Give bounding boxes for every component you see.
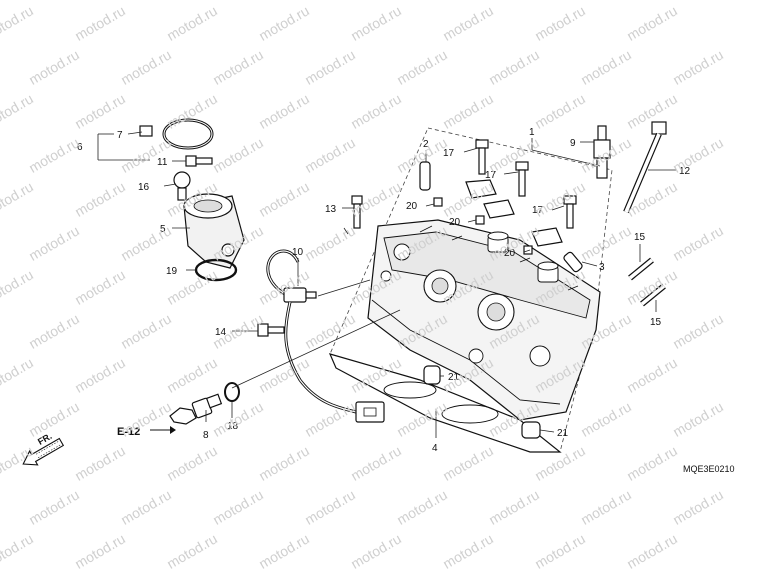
front-direction-arrow: FR. [22, 431, 65, 466]
callout-11: 11 [157, 157, 168, 168]
callout-8: 8 [203, 430, 209, 441]
leader-lines [97, 131, 676, 438]
bolt-17-a [475, 139, 489, 175]
callout-18: 18 [227, 421, 239, 432]
dowel-21-a [423, 365, 441, 385]
temp-sensor-8 [169, 393, 223, 425]
screw-11 [185, 155, 213, 167]
ref-tag-text: E-12 [117, 426, 140, 438]
head-gasket-4 [328, 353, 562, 453]
dowel-21-b [521, 421, 541, 439]
callout-16: 16 [138, 182, 150, 193]
callout-6: 6 [77, 142, 83, 153]
callout-9: 9 [570, 138, 576, 149]
small-pin-20-b [475, 215, 485, 225]
callout-4: 4 [432, 443, 438, 454]
callout-12: 12 [679, 166, 691, 177]
callout-19: 19 [166, 266, 178, 277]
callout-20-c: 20 [504, 248, 516, 259]
dowel-pin-3 [563, 251, 583, 273]
cylinder-head [367, 219, 601, 421]
callout-17-c: 17 [532, 205, 544, 216]
stud-15-a [628, 257, 654, 281]
spark-plug-9 [593, 125, 611, 179]
callout-7: 7 [117, 130, 123, 141]
stud-15-b [640, 283, 666, 307]
callout-1: 1 [529, 127, 535, 138]
insulator-5 [183, 193, 245, 269]
callout-15-a: 15 [634, 232, 646, 243]
bolt-13 [351, 195, 363, 229]
callout-17-a: 17 [443, 148, 455, 159]
cam-holder-20-a [465, 179, 497, 199]
callout-20-b: 20 [449, 217, 461, 228]
cam-holder-20-b [483, 199, 515, 219]
clamp-screw-7 [139, 125, 153, 137]
callout-17-b: 17 [485, 170, 497, 181]
callout-21-b: 21 [557, 428, 569, 439]
callout-14: 14 [215, 327, 227, 338]
callout-2: 2 [423, 139, 429, 150]
sensor-10 [266, 249, 385, 423]
stud-bolt-12 [623, 121, 667, 214]
small-pin-20-c [523, 245, 533, 255]
bolt-17-c [563, 195, 577, 229]
cam-holder-20-c [531, 227, 563, 247]
diagram-code: MQE3E0210 [683, 464, 735, 474]
callout-13: 13 [325, 204, 337, 215]
callout-15-b: 15 [650, 317, 662, 328]
washer-18 [224, 382, 240, 402]
dowel-pin-2 [419, 161, 431, 191]
small-pin-20-a [433, 197, 443, 207]
callout-10: 10 [292, 247, 304, 258]
bolt-17-b [515, 161, 529, 197]
callout-21-a: 21 [448, 372, 460, 383]
callout-20-a: 20 [406, 201, 418, 212]
callout-3: 3 [599, 262, 605, 273]
callout-labels: 1 2 3 4 5 6 7 8 9 10 11 12 13 14 15 15 1… [77, 127, 691, 454]
ref-tag-e12: E-12 [117, 426, 176, 438]
bolt-16 [173, 171, 191, 201]
bolt-14 [257, 323, 285, 337]
callout-5: 5 [160, 224, 166, 235]
